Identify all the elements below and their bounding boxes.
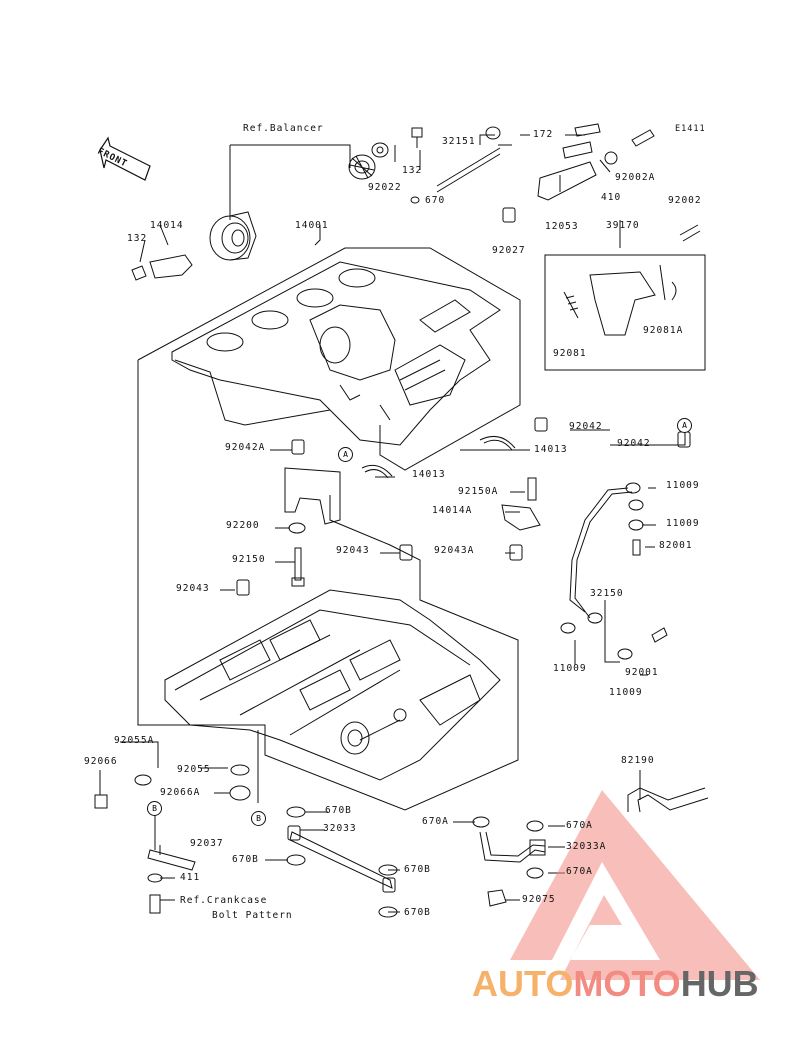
part-label-82001: 82001 [659, 540, 693, 551]
part-label-670b-2: 670B [232, 854, 259, 865]
marker-b-center: B [251, 811, 266, 826]
part-label-92081: 92081 [553, 348, 587, 359]
part-label-670a-2: 670A [566, 820, 593, 831]
part-label-670a-1: 670A [422, 816, 449, 827]
part-label-132: 132 [402, 165, 423, 176]
part-label-92027: 92027 [492, 245, 526, 256]
part-label-411: 411 [180, 872, 201, 883]
watermark-part-auto: AUTO [472, 963, 574, 1004]
part-label-92042a: 92042A [225, 442, 266, 453]
part-label-92055a: 92055A [114, 735, 155, 746]
ref-crankcase-label: Ref.Crankcase [180, 895, 268, 906]
part-label-670a-3: 670A [566, 866, 593, 877]
part-label-172: 172 [533, 129, 554, 140]
part-label-92042-b: 92042 [617, 438, 651, 449]
part-label-32151: 32151 [442, 136, 476, 147]
marker-a-right: A [677, 418, 692, 433]
part-label-14001: 14001 [295, 220, 329, 231]
part-label-92055: 92055 [177, 764, 211, 775]
part-label-92081a: 92081A [643, 325, 684, 336]
marker-a-upper: A [338, 447, 353, 462]
part-label-92200: 92200 [226, 520, 260, 531]
part-label-11009-d: 11009 [609, 687, 643, 698]
part-label-82190: 82190 [621, 755, 655, 766]
part-label-92066a: 92066A [160, 787, 201, 798]
part-label-92150a: 92150A [458, 486, 499, 497]
part-label-670: 670 [425, 195, 446, 206]
part-label-14013-a: 14013 [534, 444, 568, 455]
part-label-92042: 92042 [569, 421, 603, 432]
part-label-92043a: 92043A [434, 545, 475, 556]
part-label-92043-b: 92043 [176, 583, 210, 594]
part-label-14013-b: 14013 [412, 469, 446, 480]
part-label-92037: 92037 [190, 838, 224, 849]
ref-crankcase-label-2: Bolt Pattern [212, 910, 293, 921]
part-label-11009-c: 11009 [553, 663, 587, 674]
part-label-14014a: 14014A [432, 505, 473, 516]
part-label-670b-4: 670B [404, 907, 431, 918]
part-label-92002a: 92002A [615, 172, 656, 183]
part-label-39170: 39170 [606, 220, 640, 231]
part-label-11009-b: 11009 [666, 518, 700, 529]
part-label-32033: 32033 [323, 823, 357, 834]
part-label-14014: 14014 [150, 220, 184, 231]
part-label-92043: 92043 [336, 545, 370, 556]
diagram-code: E1411 [675, 124, 706, 134]
part-label-132-b: 132 [127, 233, 148, 244]
part-label-670b-3: 670B [404, 864, 431, 875]
part-label-32150: 32150 [590, 588, 624, 599]
part-label-11009-a: 11009 [666, 480, 700, 491]
part-label-92066: 92066 [84, 756, 118, 767]
part-label-92001: 92001 [625, 667, 659, 678]
watermark-part-moto: MOTO [573, 963, 681, 1004]
part-label-32033a: 32033A [566, 841, 607, 852]
part-label-92150: 92150 [232, 554, 266, 565]
part-label-92022: 92022 [368, 182, 402, 193]
part-label-670b-1: 670B [325, 805, 352, 816]
part-label-12053: 12053 [545, 221, 579, 232]
marker-b-left: B [147, 801, 162, 816]
watermark-part-hub: HUB [680, 963, 759, 1004]
part-label-92075: 92075 [522, 894, 556, 905]
part-label-92002: 92002 [668, 195, 702, 206]
part-label-410: 410 [601, 192, 622, 203]
ref-balancer-label: Ref.Balancer [243, 123, 324, 134]
watermark-text: AUTOMOTOHUB [472, 963, 759, 1005]
